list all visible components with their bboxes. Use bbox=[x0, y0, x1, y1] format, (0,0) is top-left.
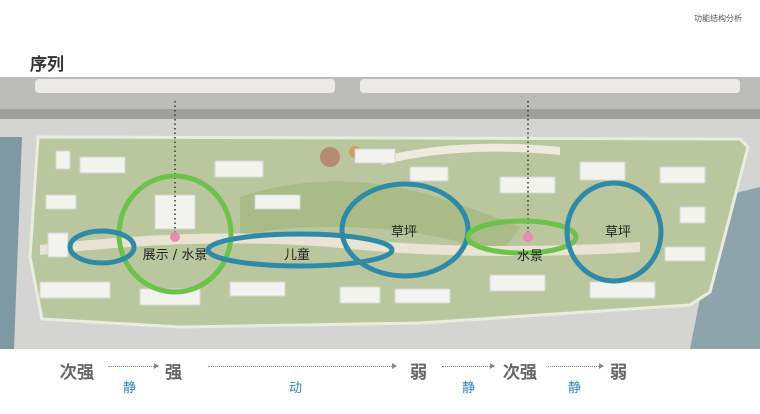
building bbox=[229, 281, 286, 297]
building bbox=[55, 150, 71, 170]
north-path bbox=[380, 143, 560, 165]
sequence-level: 强 bbox=[165, 363, 182, 383]
children-ring bbox=[205, 231, 395, 269]
section-heading: 功能结构分析 bbox=[694, 14, 742, 23]
building bbox=[354, 148, 396, 164]
sequence-activity: 静 bbox=[462, 381, 476, 396]
arrow-icon bbox=[548, 363, 604, 369]
roadside-plaza-left bbox=[35, 79, 335, 93]
building bbox=[679, 206, 706, 224]
building bbox=[79, 156, 126, 174]
river-right bbox=[690, 187, 760, 349]
sequence-level: 弱 bbox=[410, 363, 427, 383]
road-edge bbox=[0, 109, 760, 119]
building bbox=[214, 160, 264, 178]
sequence-activity: 静 bbox=[123, 381, 137, 396]
arrow-icon bbox=[108, 363, 159, 369]
lawn-ring-2 bbox=[564, 180, 664, 284]
label-lawn: 草坪 bbox=[391, 225, 417, 240]
page-title: 序列 bbox=[30, 55, 64, 75]
sequence-level: 次强 bbox=[503, 363, 537, 383]
central-garden bbox=[240, 181, 520, 255]
river-left bbox=[0, 137, 22, 349]
entry-ring bbox=[67, 228, 137, 266]
building bbox=[489, 274, 546, 292]
building bbox=[39, 281, 111, 299]
building bbox=[339, 286, 381, 304]
sequence-bar: 次强 强 弱 次强 弱 静 动 静 静 bbox=[0, 352, 760, 414]
building bbox=[45, 194, 77, 210]
plaza-feature bbox=[320, 147, 340, 167]
sequence-level: 弱 bbox=[610, 363, 627, 383]
building bbox=[254, 194, 301, 210]
label-lawn: 草坪 bbox=[605, 225, 631, 240]
building bbox=[47, 232, 69, 258]
focal-point bbox=[523, 232, 533, 242]
sequence-activity: 动 bbox=[289, 381, 303, 396]
water-ring bbox=[465, 218, 579, 256]
arrow-icon bbox=[208, 363, 397, 369]
sequence-level: 次强 bbox=[60, 363, 94, 383]
building bbox=[394, 288, 451, 304]
sequence-activity: 静 bbox=[568, 381, 582, 396]
label-water: 水景 bbox=[517, 249, 543, 264]
roadside-plaza-right bbox=[360, 79, 740, 93]
site-plan-map: 展示 / 水景 儿童 草坪 水景 草坪 bbox=[0, 77, 760, 349]
lawn-ring-1 bbox=[339, 181, 471, 279]
building bbox=[664, 246, 706, 262]
building bbox=[579, 161, 626, 181]
label-children: 儿童 bbox=[284, 247, 310, 263]
arrow-icon bbox=[442, 363, 495, 369]
building bbox=[659, 166, 706, 184]
label-display-water: 展示 / 水景 bbox=[143, 248, 208, 263]
building bbox=[409, 166, 449, 182]
building bbox=[499, 176, 556, 194]
building bbox=[589, 281, 656, 299]
focal-point bbox=[170, 232, 180, 242]
